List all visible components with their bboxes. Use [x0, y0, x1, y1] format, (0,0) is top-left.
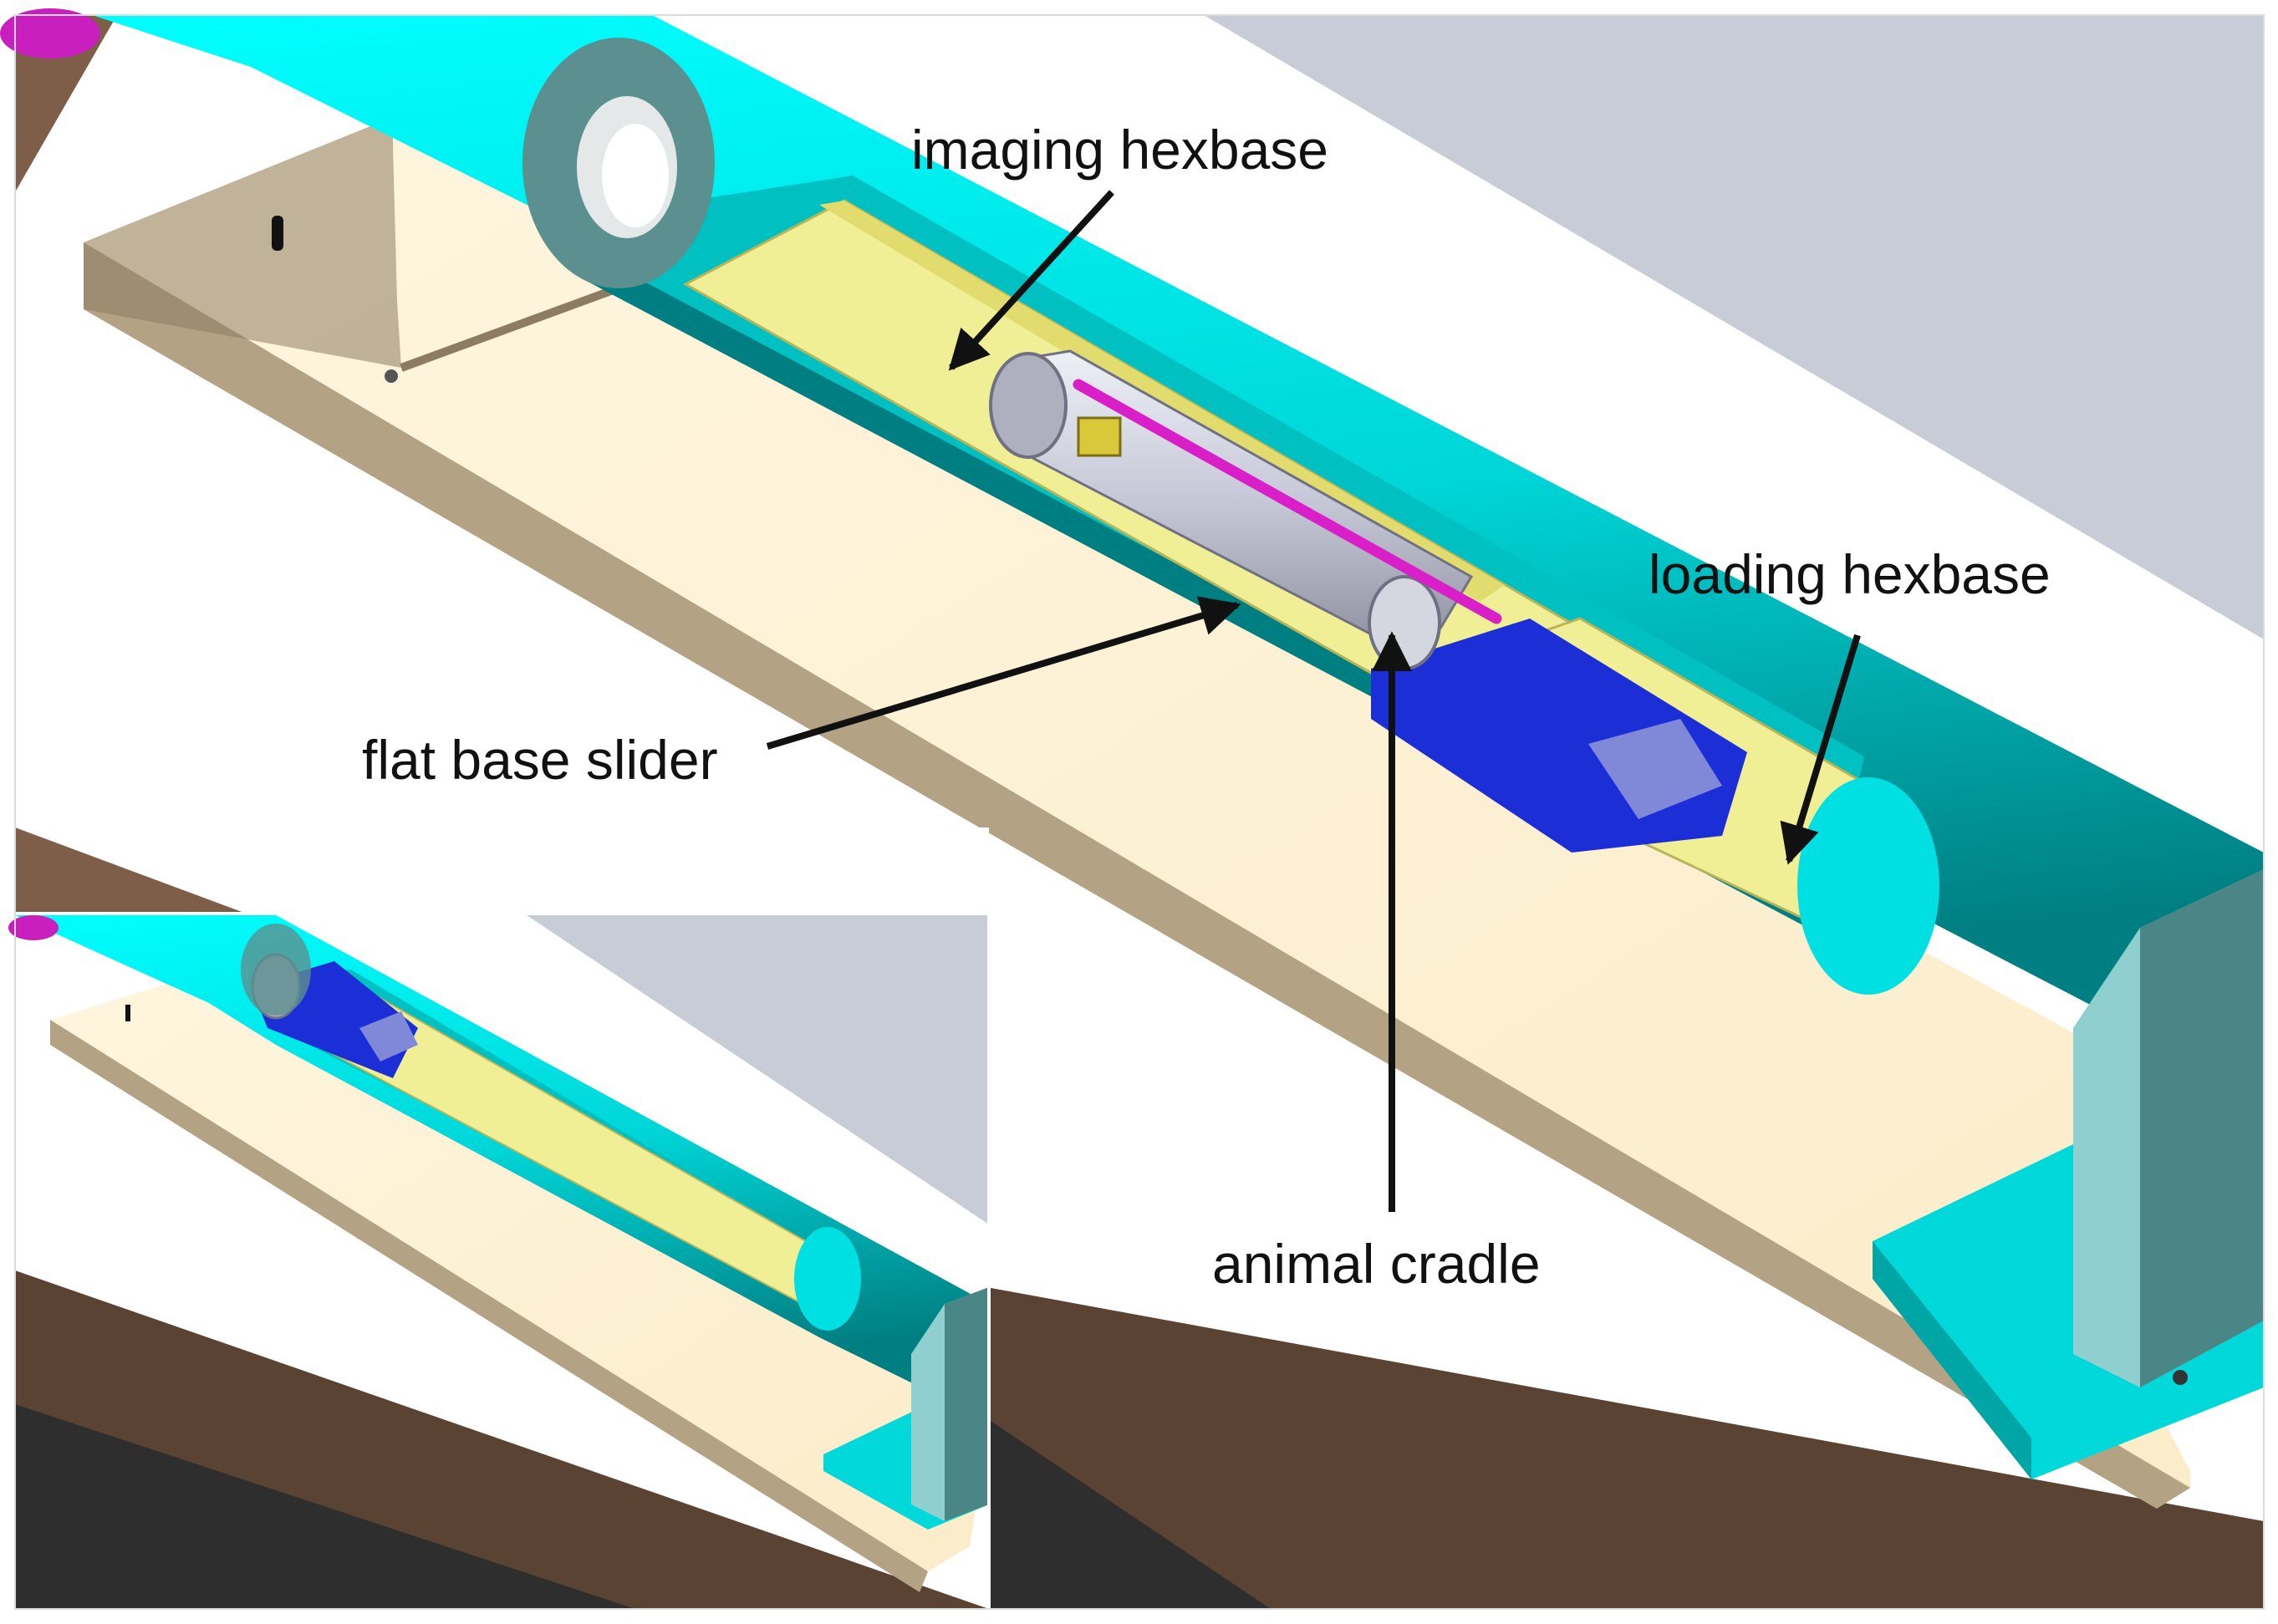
- pedestal-upright-side: [2140, 869, 2264, 1387]
- board-hole: [385, 369, 398, 383]
- magenta-rod: [1073, 379, 1502, 624]
- inset-tube-right-cap: [794, 1227, 861, 1331]
- arrow-imaging-hexbase: [948, 190, 1114, 371]
- blue-block-light: [1588, 719, 1722, 819]
- arrow-loading-hexbase: [1780, 634, 1861, 865]
- inset-pedestal-side: [945, 1287, 989, 1521]
- main-view: [0, 8, 2264, 1609]
- yellow-clamp: [1077, 416, 1122, 457]
- inset-board-edge: [50, 1020, 928, 1592]
- inset-blue-block-light: [359, 1011, 418, 1061]
- inset-gray-panel: [527, 915, 989, 1224]
- tube-right-cap: [1797, 777, 1939, 995]
- arrow-flat-base-slider: [766, 596, 1241, 750]
- base-board-edge: [84, 242, 2190, 1509]
- board-slot: [272, 216, 283, 251]
- pedestal-base-edge: [1873, 1241, 2031, 1479]
- label-imaging-hexbase: imaging hexbase: [911, 119, 1328, 181]
- pedestal-hole: [2173, 1370, 2188, 1385]
- inset-tube-end: [241, 924, 311, 1016]
- dark-floor-bottom: [991, 1421, 1271, 1609]
- gray-wall-panel: [1204, 15, 2264, 639]
- inset-board: [50, 953, 989, 1571]
- inset-board-slot: [125, 1005, 130, 1021]
- cradle-end-ring: [989, 352, 1068, 459]
- callouts: imaging hexbase loading hexbase flat bas…: [362, 119, 2051, 1295]
- inset-floor-top: [15, 827, 251, 915]
- label-loading-hexbase: loading hexbase: [1649, 543, 2051, 605]
- inset-tube: [15, 915, 989, 1421]
- tube-end-bore-shade: [602, 124, 669, 227]
- floor-bottom-right: [986, 1287, 2264, 1609]
- inset-magenta-knob: [8, 915, 59, 940]
- label-flat-base-slider: flat base slider: [362, 729, 718, 791]
- floor-top-left: [15, 15, 117, 192]
- cradle-end-ring-front: [1368, 575, 1441, 670]
- label-animal-cradle: animal cradle: [1212, 1233, 1541, 1295]
- base-board-edge-left: [84, 117, 401, 368]
- magenta-knob: [0, 8, 100, 59]
- inset-dark-floor: [15, 1404, 635, 1609]
- figure-frame: [14, 14, 2265, 1610]
- base-board-top: [84, 117, 2264, 1488]
- inset-view: [8, 827, 991, 1609]
